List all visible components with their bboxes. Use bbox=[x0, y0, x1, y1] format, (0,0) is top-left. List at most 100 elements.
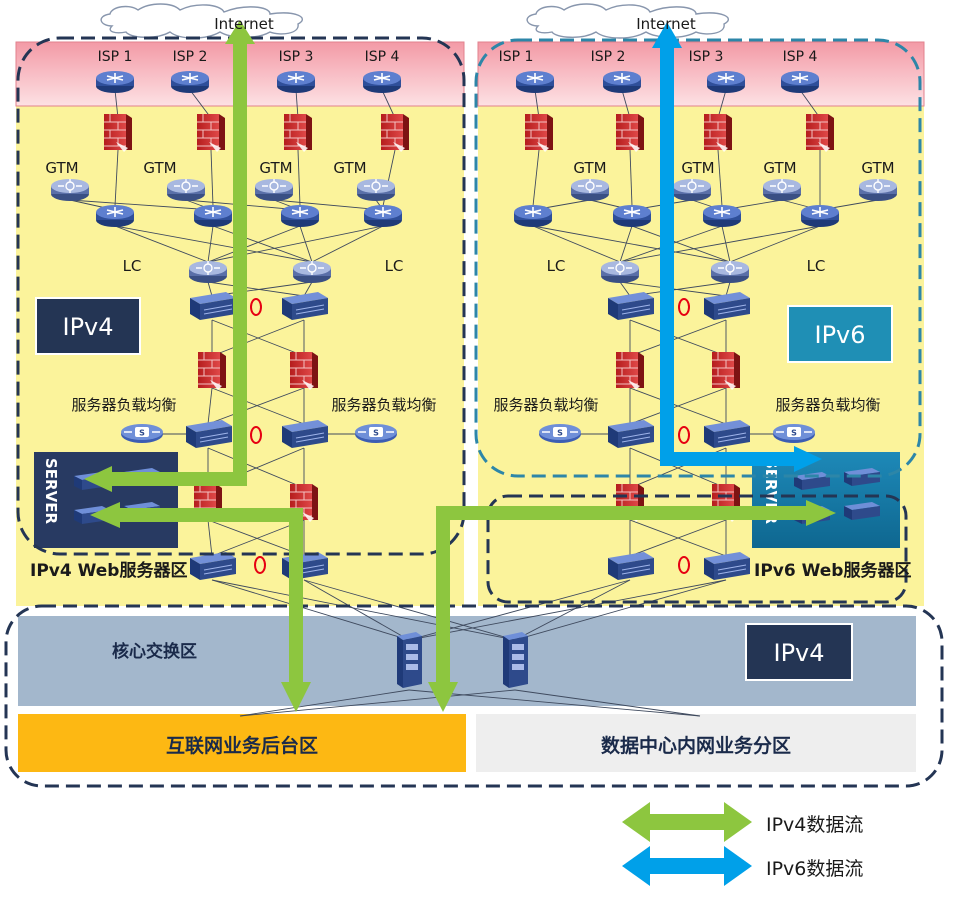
network-link bbox=[514, 689, 701, 717]
ipv6-isp-switch bbox=[602, 70, 642, 94]
network-link bbox=[619, 281, 631, 297]
ipv4-firewall bbox=[289, 351, 319, 390]
ipv6-web-zone-label: IPv6 Web服务器区 bbox=[754, 560, 911, 581]
backend-zone-label: 互联网业务后台区 bbox=[166, 734, 318, 757]
core-zone-label: 核心交换区 bbox=[112, 641, 197, 662]
gtm-label: GTM bbox=[143, 159, 176, 177]
ipv4-access-switch bbox=[280, 204, 320, 228]
ipv4-isp-switch bbox=[170, 70, 210, 94]
ipv6-edge-firewall bbox=[805, 113, 835, 152]
ipv4-flow-path bbox=[84, 20, 836, 712]
network-link bbox=[514, 579, 727, 641]
network-link bbox=[303, 281, 313, 297]
internet-cloud-right bbox=[526, 3, 730, 39]
network-link bbox=[534, 89, 540, 119]
network-link bbox=[532, 149, 540, 207]
network-link bbox=[207, 519, 305, 557]
network-link bbox=[381, 89, 396, 119]
ipv4-badge: IPv4 bbox=[35, 297, 141, 355]
ipv6-access-switch bbox=[612, 204, 652, 228]
ipv4-edge-firewall bbox=[196, 113, 226, 152]
ipv6-flow-path bbox=[652, 22, 822, 472]
network-link bbox=[211, 579, 516, 641]
network-link bbox=[408, 579, 727, 641]
ipv4-edge-firewall bbox=[103, 113, 133, 152]
ipv6-firewall bbox=[615, 351, 645, 390]
ha-marker bbox=[678, 298, 690, 316]
network-link bbox=[725, 281, 731, 297]
ipv6-access-switch bbox=[800, 204, 840, 228]
ipv4-gtm-router bbox=[356, 178, 396, 202]
isp-label: ISP 3 bbox=[689, 49, 724, 65]
ipv6-load-balancer bbox=[538, 423, 582, 444]
lc-label: LC bbox=[385, 257, 404, 275]
ipv4-lc-router bbox=[292, 260, 332, 284]
isp-label: ISP 3 bbox=[279, 49, 314, 65]
ipv4-lc-router bbox=[188, 260, 228, 284]
ipv4-firewall bbox=[197, 351, 227, 390]
slb-label: 服务器负载均衡 bbox=[493, 396, 598, 414]
network-link bbox=[514, 579, 631, 641]
ipv4-server-cluster: SERVER bbox=[34, 452, 178, 548]
legend: IPv4数据流 IPv6数据流 bbox=[622, 802, 863, 886]
internet-label-left: Internet bbox=[214, 15, 274, 33]
ipv6-badge: IPv6 bbox=[787, 305, 893, 363]
network-link bbox=[211, 579, 410, 641]
network-link bbox=[299, 225, 313, 263]
network-link bbox=[207, 225, 214, 263]
legend-ipv4-arrow bbox=[622, 802, 752, 842]
network-link bbox=[295, 89, 299, 119]
gtm-label: GTM bbox=[861, 159, 894, 177]
network-link bbox=[207, 519, 213, 557]
gtm-label: GTM bbox=[259, 159, 292, 177]
slb-labels: 服务器负载均衡服务器负载均衡服务器负载均衡服务器负载均衡 bbox=[71, 396, 880, 414]
isp-label: ISP 2 bbox=[173, 49, 208, 65]
network-link bbox=[297, 149, 301, 207]
network-link bbox=[210, 149, 214, 207]
ipv6-firewall bbox=[711, 351, 741, 390]
ipv4-isp-switch bbox=[362, 70, 402, 94]
legend-ipv6-label: IPv6数据流 bbox=[766, 858, 863, 880]
ha-marker bbox=[678, 556, 690, 574]
ipv6-lc-router bbox=[710, 260, 750, 284]
gtm-label: GTM bbox=[573, 159, 606, 177]
network-link bbox=[207, 225, 301, 263]
ipv4-load-balancer bbox=[120, 423, 164, 444]
network-link bbox=[721, 225, 731, 263]
isp-band-right bbox=[477, 41, 925, 107]
ipv6-isp-switch bbox=[706, 70, 746, 94]
ipv4-gtm-router bbox=[166, 178, 206, 202]
core-badge-text: IPv4 bbox=[773, 639, 824, 667]
intranet-zone-band bbox=[476, 714, 916, 772]
network-link bbox=[621, 89, 631, 119]
network-link bbox=[211, 319, 305, 357]
network-link bbox=[207, 281, 213, 297]
ha-marker bbox=[254, 556, 266, 574]
network-link bbox=[207, 387, 305, 425]
ha-marker bbox=[678, 426, 690, 444]
ipv4-isp-switch bbox=[276, 70, 316, 94]
network-link bbox=[114, 225, 209, 263]
ha-marker bbox=[250, 298, 262, 316]
ha-marker bbox=[250, 426, 262, 444]
ipv4-load-balancer bbox=[354, 423, 398, 444]
ipv4-edge-firewall bbox=[283, 113, 313, 152]
ipv6-edge-firewall bbox=[615, 113, 645, 152]
internet-cloud-left bbox=[100, 3, 304, 39]
isp-label: ISP 4 bbox=[365, 49, 400, 65]
ipv6-region-outline bbox=[474, 38, 922, 478]
ipv6-isp-switch bbox=[515, 70, 555, 94]
network-link bbox=[303, 579, 516, 641]
ipv4-gtm-router bbox=[50, 178, 90, 202]
network-link bbox=[114, 89, 119, 119]
network-link bbox=[239, 689, 410, 717]
ipv4-access-switch bbox=[363, 204, 403, 228]
core-switch bbox=[397, 632, 422, 688]
network-link bbox=[114, 225, 313, 263]
network-link bbox=[631, 225, 731, 263]
